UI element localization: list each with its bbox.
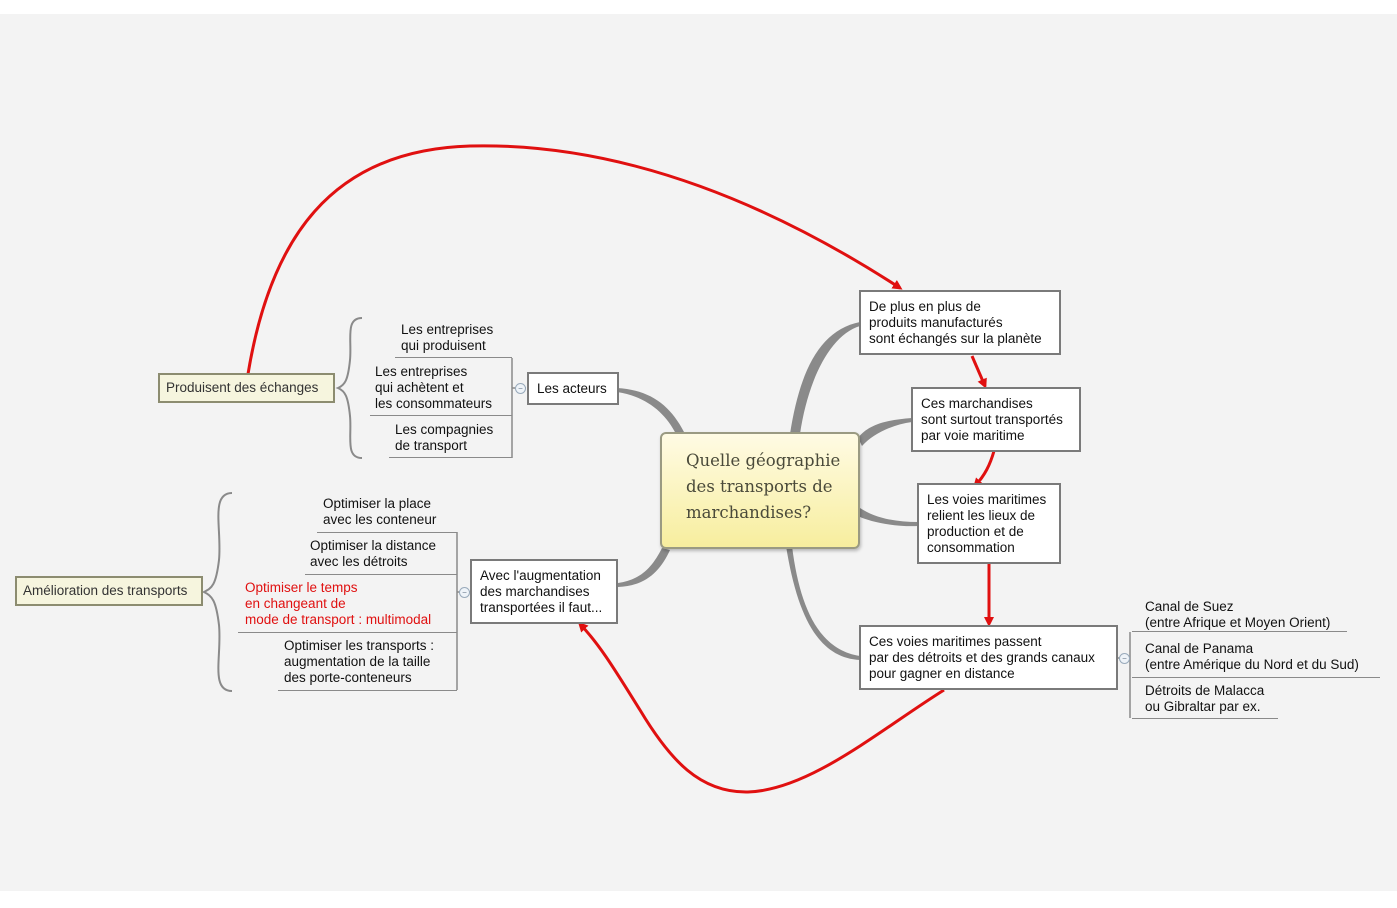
brace-augmentation — [201, 492, 233, 692]
acteur-entreprises-produisent[interactable]: Les entreprises qui produisent — [401, 322, 494, 353]
central-topic[interactable]: Quelle géographie des transports de marc… — [660, 432, 860, 549]
relationship-arrows — [246, 144, 996, 794]
collapse-toggle-acteurs[interactable]: − — [515, 383, 526, 394]
optimiser-transports-porte-conteneurs[interactable]: Optimiser les transports : augmentation … — [284, 638, 435, 685]
collapse-toggle-canals[interactable]: − — [1119, 653, 1130, 664]
relation-topic4-to-augmentation — [577, 621, 945, 794]
optimiser-place-conteneur[interactable]: Optimiser la place avec les conteneur — [323, 496, 437, 527]
branch-to-topic-3 — [858, 508, 918, 527]
topic-produits-manufactures[interactable]: De plus en plus de produits manufacturés… — [859, 290, 1061, 355]
optimiser-temps-multimodal[interactable]: Optimiser le temps en changeant de mode … — [245, 580, 432, 627]
branch-to-topic-2 — [858, 418, 912, 446]
acteur-entreprises-consommateurs[interactable]: Les entreprises qui achètent et les cons… — [375, 364, 493, 411]
summary-amelioration-transports[interactable]: Amélioration des transports — [15, 576, 203, 606]
branch-to-augmentation — [618, 548, 670, 587]
relation-topic2-to-topic3 — [972, 450, 996, 489]
optimiser-distance-detroits[interactable]: Optimiser la distance avec les détroits — [310, 538, 437, 569]
summary-braces — [201, 317, 363, 692]
branch-to-topic-4 — [786, 546, 860, 660]
branch-to-topic-1 — [790, 322, 860, 434]
main-branches — [617, 322, 918, 660]
branch-to-acteurs — [617, 388, 684, 434]
summary-produisent-echanges[interactable]: Produisent des échanges — [158, 373, 335, 403]
topic-voie-maritime[interactable]: Ces marchandises sont surtout transporté… — [911, 387, 1081, 452]
brace-acteurs — [335, 317, 363, 459]
collapse-toggle-augmentation[interactable]: − — [459, 587, 470, 598]
topic-augmentation-marchandises[interactable]: Avec l'augmentation des marchandises tra… — [470, 559, 618, 624]
topic-voies-maritimes-relient[interactable]: Les voies maritimes relient les lieux de… — [917, 483, 1061, 564]
relation-topic1-to-topic2 — [970, 355, 987, 389]
detroits-malacca-gibraltar[interactable]: Détroits de Malacca ou Gibraltar par ex. — [1145, 683, 1265, 714]
relation-echanges-to-topic1 — [246, 144, 903, 375]
topic-detroits-canaux[interactable]: Ces voies maritimes passent par des détr… — [859, 625, 1118, 690]
canal-panama[interactable]: Canal de Panama (entre Amérique du Nord … — [1145, 641, 1359, 672]
canal-suez[interactable]: Canal de Suez (entre Afrique et Moyen Or… — [1145, 599, 1331, 630]
topic-les-acteurs[interactable]: Les acteurs — [527, 372, 619, 405]
acteur-compagnies-transport[interactable]: Les compagnies de transport — [395, 422, 494, 453]
